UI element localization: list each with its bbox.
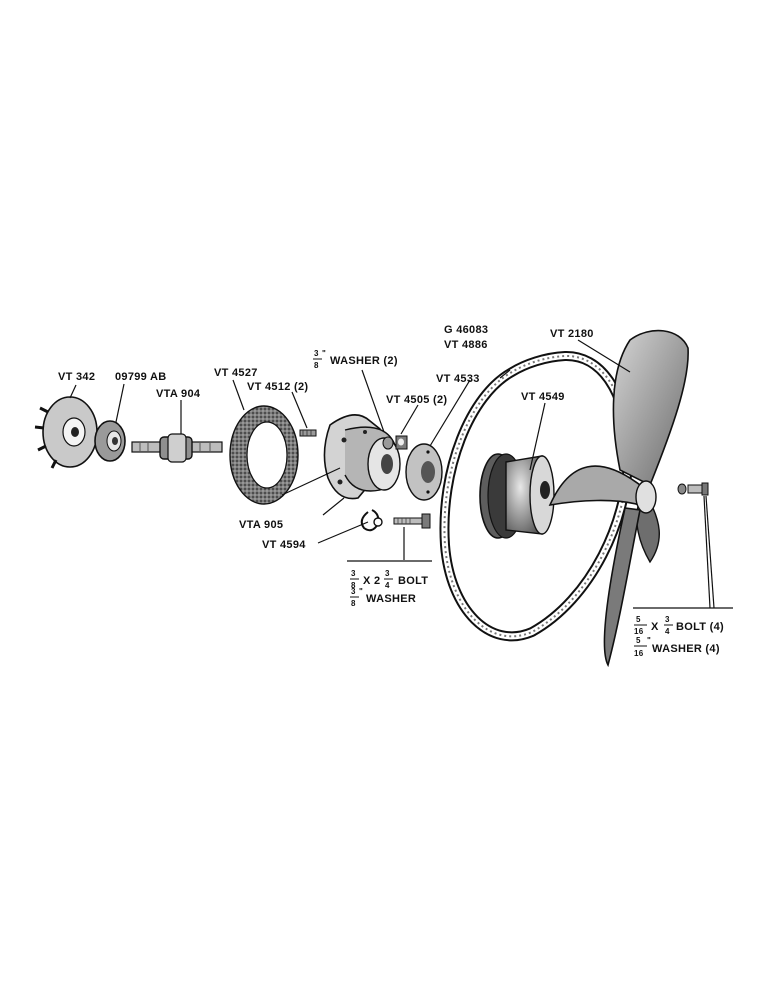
stud-part xyxy=(299,429,317,437)
washer2-unit: " xyxy=(322,349,326,358)
washer4-text: WASHER (4) xyxy=(652,643,720,655)
seal-part xyxy=(94,420,126,462)
label-vta905: VTA 905 xyxy=(239,519,283,531)
label-vt4886: VT 4886 xyxy=(444,339,488,351)
flange-part xyxy=(405,443,443,501)
label-vt4549: VT 4549 xyxy=(521,391,565,403)
washer2-den: 8 xyxy=(314,361,319,370)
bolt1-x: X 2 xyxy=(363,575,380,587)
bolt1-a-num: 3 xyxy=(351,569,356,578)
label-washer-5-16: 5 16 " WASHER (4) xyxy=(634,636,720,658)
washer1-text: WASHER xyxy=(366,593,416,605)
bolt-part xyxy=(393,513,431,529)
label-vta904: VTA 904 xyxy=(156,388,201,400)
washer4-unit: " xyxy=(647,636,651,645)
label-vt4505: VT 4505 (2) xyxy=(386,394,447,406)
clip-part xyxy=(360,509,383,532)
leader-lines xyxy=(69,339,733,609)
label-vt2180: VT 2180 xyxy=(550,328,594,340)
label-09799ab: 09799 AB xyxy=(115,371,167,383)
label-vt4594: VT 4594 xyxy=(262,539,306,551)
bolt4-x: X xyxy=(651,621,659,633)
label-vt4533: VT 4533 xyxy=(436,373,480,385)
washer2-num: 3 xyxy=(314,349,319,358)
label-g46083: G 46083 xyxy=(444,324,488,336)
washer4-den: 16 xyxy=(634,649,644,658)
fan-blade-part xyxy=(548,329,689,668)
bolt4-a-den: 16 xyxy=(634,627,644,636)
bolt1-b-den: 4 xyxy=(385,581,390,590)
bolt1-a-den: 8 xyxy=(351,581,356,590)
gasket-part xyxy=(229,405,299,505)
label-washer-2: 3 8 " WASHER (2) xyxy=(313,349,398,370)
washer-nut-part xyxy=(382,435,408,450)
label-washer-3-8: 3 8 " WASHER xyxy=(350,587,416,608)
shaft-bearing-part xyxy=(131,433,223,463)
bolt4-b-den: 4 xyxy=(665,627,670,636)
washer2-text: WASHER (2) xyxy=(330,355,398,367)
bolt4-text: BOLT (4) xyxy=(676,621,724,633)
label-bolt-5-16: 5 16 X 3 4 BOLT (4) xyxy=(634,615,724,636)
washer1-unit: " xyxy=(359,587,363,596)
washer1-den: 8 xyxy=(351,599,356,608)
fan-belt-part xyxy=(439,350,634,642)
bolt1-b-num: 3 xyxy=(385,569,390,578)
pulley-part xyxy=(479,453,555,539)
washer4-num: 5 xyxy=(636,636,641,645)
label-vt342: VT 342 xyxy=(58,371,95,383)
bolt1-text: BOLT xyxy=(398,575,428,587)
label-vt4527: VT 4527 xyxy=(214,367,258,379)
label-vt4512: VT 4512 (2) xyxy=(247,381,308,393)
fan-bolt-part xyxy=(677,482,709,496)
label-bolt-3-8: 3 8 X 2 3 4 BOLT xyxy=(350,569,428,590)
bolt4-b-num: 3 xyxy=(665,615,670,624)
impeller-part xyxy=(34,396,98,469)
bolt4-a-num: 5 xyxy=(636,615,641,624)
pump-housing-part xyxy=(323,414,401,500)
washer1-num: 3 xyxy=(351,587,356,596)
